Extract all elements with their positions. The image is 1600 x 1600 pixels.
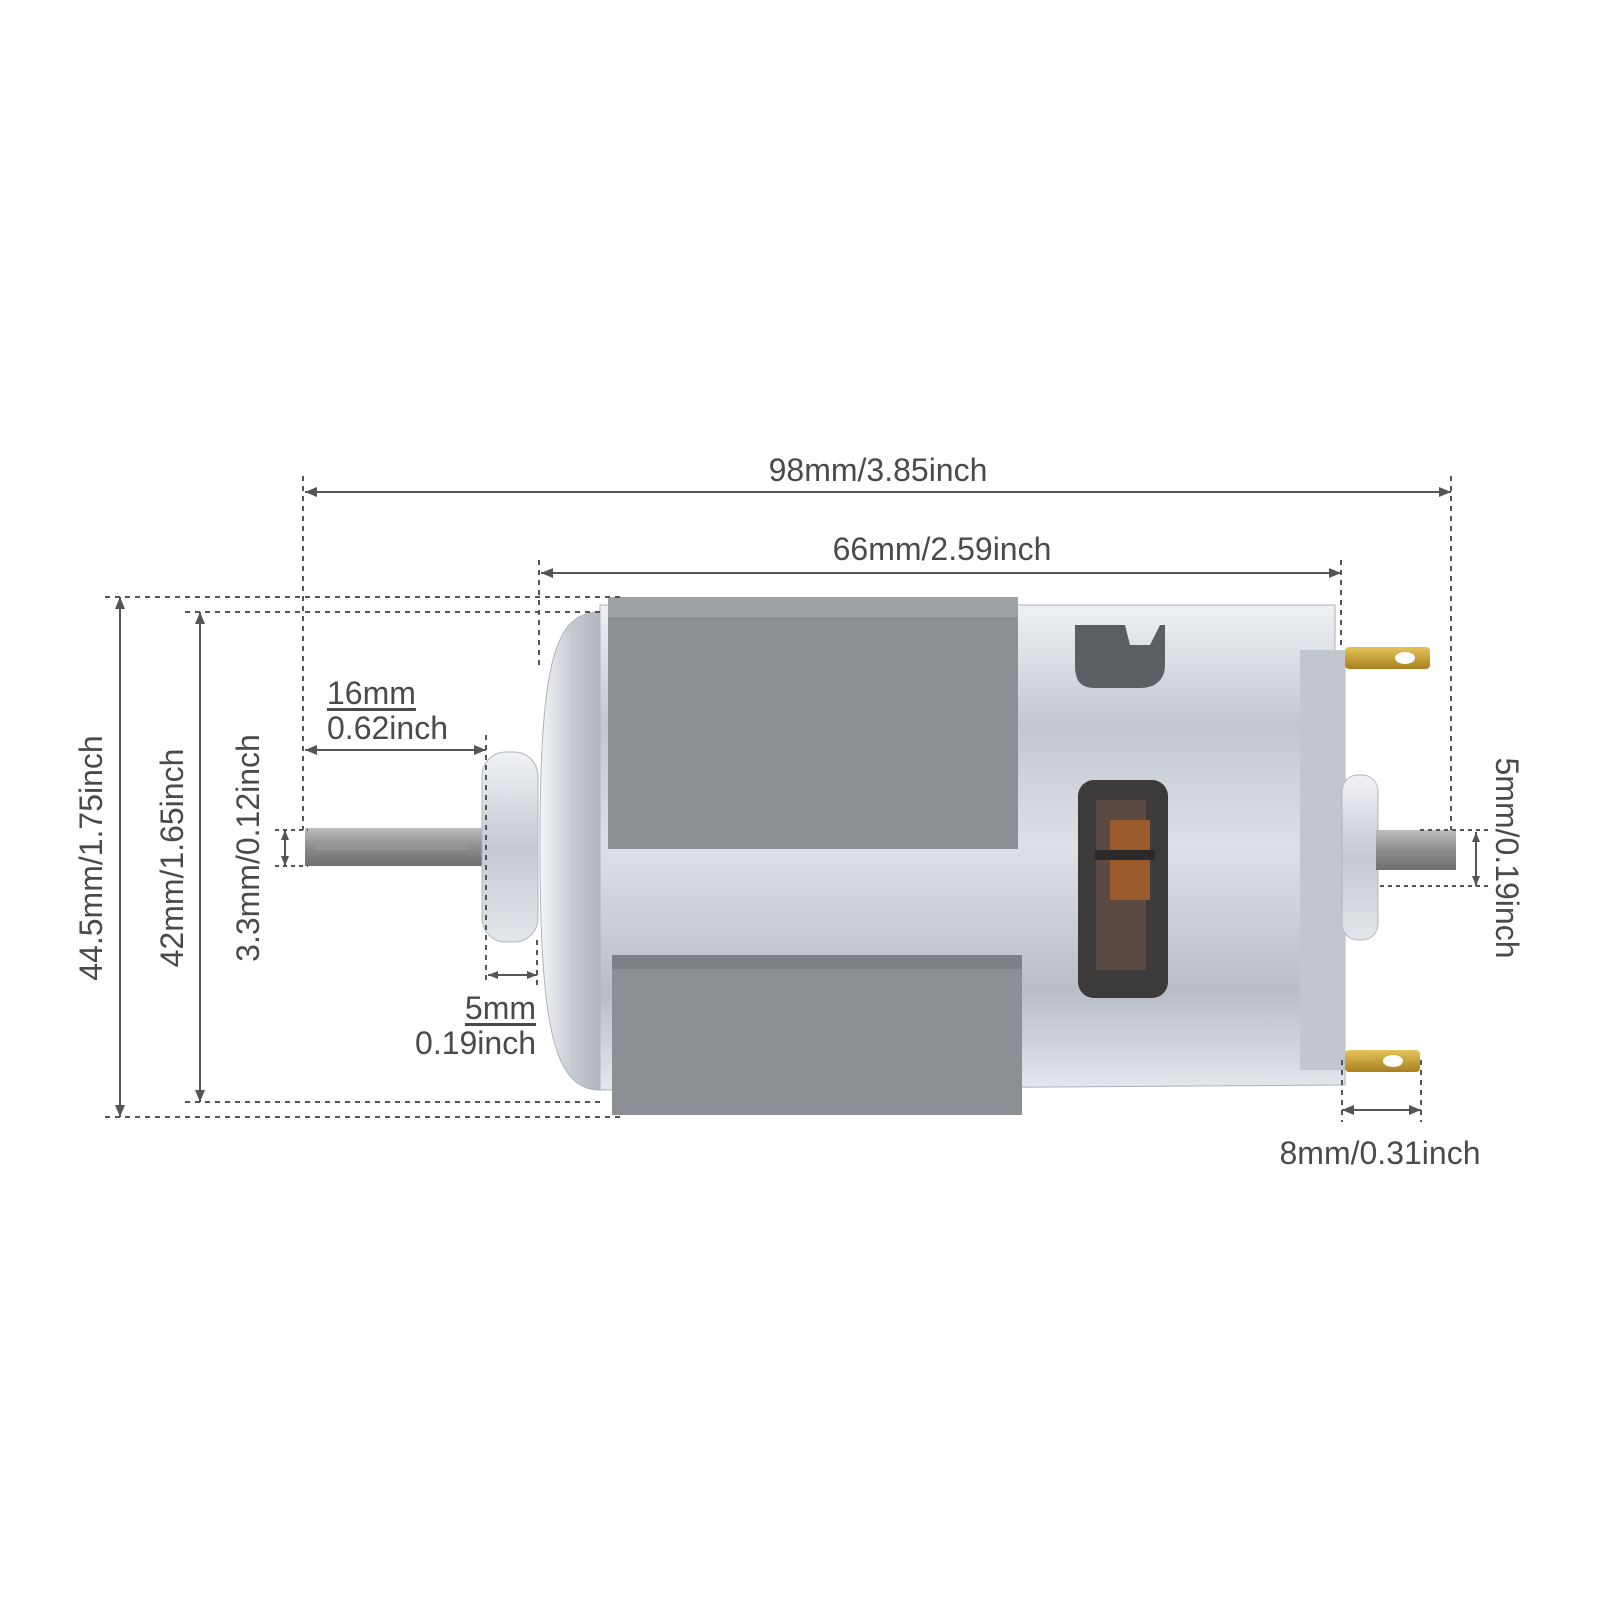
left-shaft-length-mm-label: 16mm bbox=[327, 675, 416, 711]
left-shaft-diameter-label: 3.3mm/0.12inch bbox=[230, 734, 266, 962]
front-boss bbox=[481, 751, 539, 943]
terminal-length-label: 8mm/0.31inch bbox=[1279, 1135, 1481, 1171]
overall-height-label: 44.5mm/1.75inch bbox=[73, 735, 109, 981]
left-shaft-length-inch-label: 0.62inch bbox=[327, 710, 448, 746]
dimension-lines bbox=[105, 476, 1490, 1122]
overall-length-label: 98mm/3.85inch bbox=[768, 452, 988, 488]
rear-boss bbox=[1341, 774, 1379, 941]
terminal-bottom bbox=[1345, 1050, 1420, 1072]
dimension-arrowheads bbox=[115, 487, 1480, 1117]
boss-length-inch-label: 0.19inch bbox=[415, 1025, 536, 1061]
vent-slot-top bbox=[1075, 625, 1165, 688]
body-diameter-label: 42mm/1.65inch bbox=[154, 748, 190, 968]
terminal-top bbox=[1345, 647, 1430, 669]
boss-length-mm-label: 5mm bbox=[464, 990, 536, 1026]
front-end-cap bbox=[539, 611, 606, 1091]
right-shaft-diameter-label: 5mm/0.19inch bbox=[1489, 757, 1525, 959]
magnet-band-top bbox=[608, 597, 1018, 849]
magnet-band-bottom bbox=[612, 955, 1022, 1115]
body-length-label: 66mm/2.59inch bbox=[832, 531, 1052, 567]
right-shaft bbox=[1376, 830, 1456, 870]
